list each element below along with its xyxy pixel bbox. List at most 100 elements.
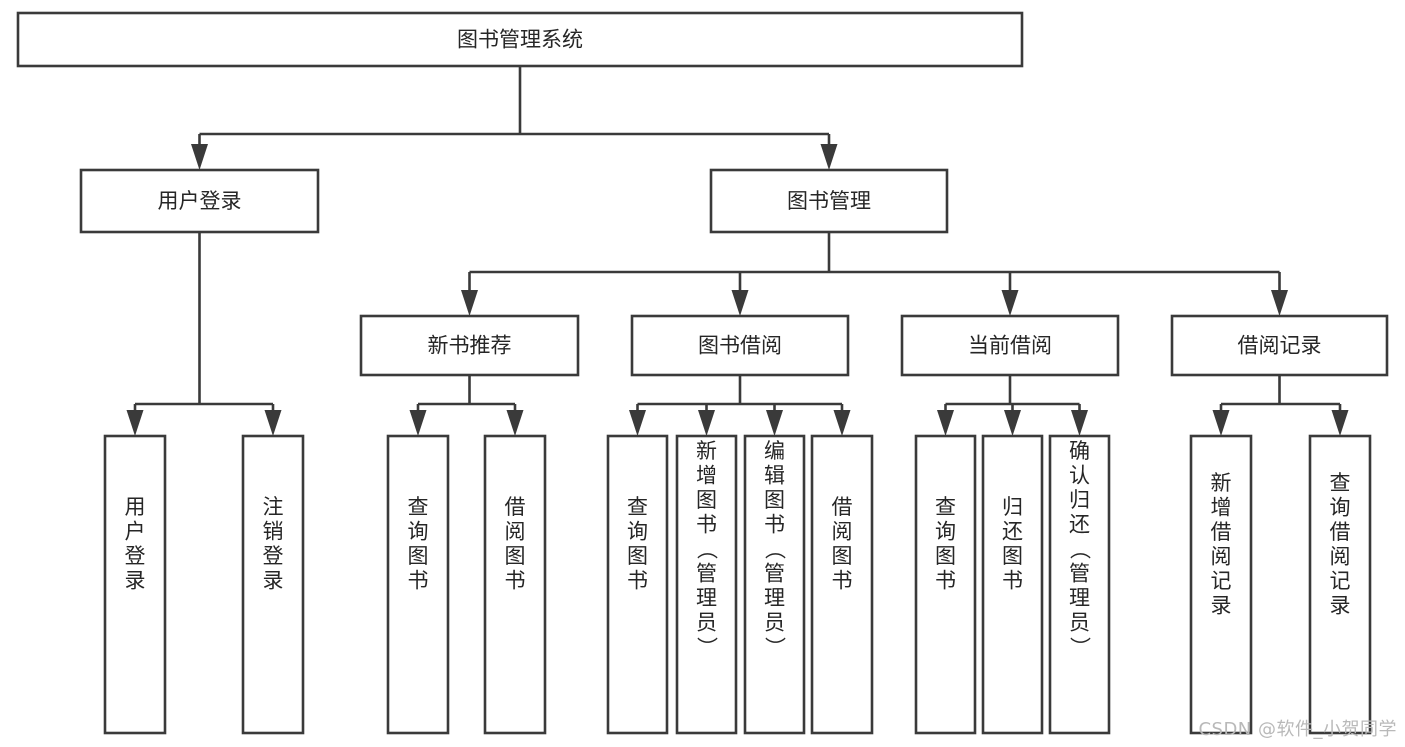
node-label: 图书管理系统	[457, 28, 583, 52]
arrowhead-icon	[1331, 410, 1349, 436]
node-box[interactable]	[810, 434, 874, 735]
node-label-char: 员	[1069, 611, 1090, 635]
node-leaf-user-login[interactable]: 用户登录用户登录	[103, 434, 167, 735]
node-label-char: 阅	[1330, 545, 1351, 569]
node-label-char: 图	[505, 544, 526, 568]
node-label: 图书管理	[787, 189, 871, 213]
node-book-manage[interactable]: 图书管理	[709, 168, 949, 234]
node-label-char: 图	[935, 544, 956, 568]
node-box[interactable]	[675, 434, 738, 735]
node-box[interactable]	[386, 434, 450, 735]
node-label-char: 归	[1069, 488, 1090, 512]
arrowhead-icon	[1004, 410, 1021, 436]
node-label-char: 图	[408, 544, 429, 568]
node-box[interactable]	[103, 434, 167, 735]
node-box[interactable]	[630, 314, 850, 377]
node-label-char: 归	[1002, 495, 1023, 519]
node-box[interactable]	[1308, 434, 1372, 735]
node-leaf-query-book-rec[interactable]: 查询图书查询图书	[386, 434, 450, 735]
node-box[interactable]	[16, 11, 1024, 68]
node-leaf-borrow-book-bb[interactable]: 借阅图书借阅图书	[810, 434, 874, 735]
node-label-char: 员	[764, 611, 785, 635]
node-label-char: 查	[935, 495, 956, 519]
node-box[interactable]	[483, 434, 547, 735]
node-user-login[interactable]: 用户登录	[79, 168, 320, 234]
node-current-borrow[interactable]: 当前借阅	[900, 314, 1120, 377]
arrowhead-icon	[766, 410, 783, 436]
node-label-char: （	[1068, 539, 1092, 560]
node-label-char: 编	[764, 439, 785, 463]
arrowhead-icon	[820, 144, 838, 170]
arrowhead-icon	[731, 290, 749, 316]
node-leaf-query-book-cb[interactable]: 查询图书查询图书	[914, 434, 977, 735]
node-label-char: （	[695, 539, 719, 560]
node-label-char: ）	[695, 637, 719, 658]
node-label: 借阅记录	[1238, 334, 1322, 358]
node-label-char: 借	[1211, 520, 1232, 544]
node-label-char: 新	[1211, 471, 1232, 495]
node-box[interactable]	[914, 434, 977, 735]
node-box[interactable]	[241, 434, 305, 735]
node-box[interactable]	[900, 314, 1120, 377]
node-box[interactable]	[1048, 434, 1111, 735]
node-new-book-rec[interactable]: 新书推荐	[359, 314, 580, 377]
node-box[interactable]	[743, 434, 806, 735]
node-leaf-add-borrow-record[interactable]: 新增借阅记录新增借阅记录	[1189, 434, 1253, 735]
node-label-char: 查	[627, 495, 648, 519]
node-label-char: 书	[505, 569, 526, 593]
node-label-char: ）	[1068, 637, 1092, 658]
node-label-char: 销	[263, 520, 284, 544]
node-box[interactable]	[606, 434, 669, 735]
arrowhead-icon	[1212, 410, 1230, 436]
node-root-system[interactable]: 图书管理系统	[16, 11, 1024, 68]
node-label-char: （	[763, 539, 787, 560]
node-label-char: 阅	[505, 520, 526, 544]
node-label-char: 阅	[1211, 545, 1232, 569]
node-label-char: 增	[1211, 496, 1232, 520]
node-box[interactable]	[359, 314, 580, 377]
node-box[interactable]	[709, 168, 949, 234]
arrowhead-icon	[191, 144, 208, 170]
node-label-char: 询	[408, 520, 429, 544]
node-label-char: 查	[408, 495, 429, 519]
csdn-watermark: CSDN @软件_小贺同学	[1198, 719, 1397, 740]
node-label-char: ）	[763, 637, 787, 658]
node-label-char: 管	[696, 562, 717, 586]
node-label-char: 书	[408, 569, 429, 593]
node-box[interactable]	[1170, 314, 1389, 377]
node-label: 当前借阅	[968, 334, 1052, 358]
node-label-char: 书	[1002, 569, 1023, 593]
node-box[interactable]	[1189, 434, 1253, 735]
connector-layer	[126, 66, 1349, 436]
node-label-char: 用	[125, 495, 146, 519]
node-label: 新书推荐	[428, 334, 512, 358]
node-label-char: 借	[832, 495, 853, 519]
node-label-char: 记	[1211, 569, 1232, 593]
node-label-char: 询	[935, 520, 956, 544]
node-label-char: 录	[1211, 594, 1232, 618]
node-label-char: 阅	[832, 520, 853, 544]
node-box[interactable]	[981, 434, 1044, 735]
node-borrow-record[interactable]: 借阅记录	[1170, 314, 1389, 377]
node-label-char: 户	[125, 520, 146, 544]
node-leaf-borrow-book-rec[interactable]: 借阅图书借阅图书	[483, 434, 547, 735]
node-leaf-user-logout[interactable]: 注销登录注销登录	[241, 434, 305, 735]
arrowhead-icon	[409, 410, 427, 436]
arrowhead-icon	[1071, 410, 1088, 436]
node-leaf-query-borrow-record[interactable]: 查询借阅记录查询借阅记录	[1308, 434, 1372, 735]
node-label-char: 询	[627, 520, 648, 544]
node-box[interactable]	[79, 168, 320, 234]
node-label-char: 录	[263, 569, 284, 593]
node-label-char: 书	[764, 513, 785, 537]
arrowhead-icon	[506, 410, 524, 436]
node-book-borrow[interactable]: 图书借阅	[630, 314, 850, 377]
node-label-char: 还	[1002, 520, 1023, 544]
node-leaf-return-book[interactable]: 归还图书归还图书	[981, 434, 1044, 735]
node-leaf-query-book-bb[interactable]: 查询图书查询图书	[606, 434, 669, 735]
node-label-char: 认	[1069, 464, 1090, 488]
node-label-char: 图	[832, 544, 853, 568]
